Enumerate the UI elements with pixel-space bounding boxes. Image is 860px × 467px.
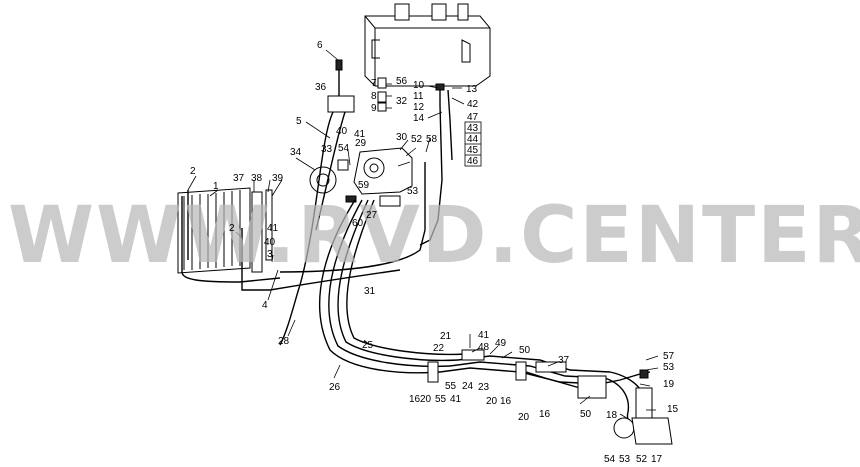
callout-15: 15 <box>667 404 679 415</box>
callout-2b: 2 <box>229 223 235 234</box>
callout-27: 27 <box>366 210 378 221</box>
callout-10: 10 <box>413 80 425 91</box>
callout-12: 12 <box>413 102 425 113</box>
callout-3: 3 <box>267 249 273 260</box>
callout-26: 26 <box>329 382 341 393</box>
callout-20c: 20 <box>518 412 530 423</box>
callout-41c: 41 <box>478 330 490 341</box>
callout-23: 23 <box>478 382 490 393</box>
lower-fittings <box>427 349 673 445</box>
callout-34: 34 <box>290 147 302 158</box>
callout-38: 38 <box>251 173 263 184</box>
callout-37b: 37 <box>558 355 570 366</box>
callout-6: 6 <box>317 40 323 51</box>
callout-42: 42 <box>467 99 479 110</box>
callout-2: 2 <box>190 166 196 177</box>
callout-17: 17 <box>651 454 663 465</box>
callout-8: 8 <box>371 91 377 102</box>
callout-4: 4 <box>262 300 268 311</box>
callout-59: 59 <box>358 180 370 191</box>
callout-41a: 41 <box>354 129 366 140</box>
callout-18: 18 <box>606 410 618 421</box>
callout-20a: 20 <box>420 394 432 405</box>
callout-49: 49 <box>495 338 507 349</box>
pump-assembly <box>309 147 413 207</box>
callout-11: 11 <box>413 91 424 102</box>
callout-40b: 40 <box>264 237 276 248</box>
callout-19: 19 <box>663 379 675 390</box>
callout-24: 24 <box>462 381 474 392</box>
callout-33: 33 <box>321 144 333 155</box>
callout-41b: 41 <box>267 223 279 234</box>
callout-25: 25 <box>362 340 374 351</box>
callout-41d: 41 <box>450 394 462 405</box>
callout-5: 5 <box>296 116 302 127</box>
callout-53a: 53 <box>407 186 419 197</box>
callout-44: 44 <box>467 134 479 145</box>
callout-1: 1 <box>213 181 219 192</box>
callout-37a: 37 <box>233 173 245 184</box>
callout-22: 22 <box>433 343 445 354</box>
callout-14: 14 <box>413 113 425 124</box>
callout-50b: 50 <box>580 409 592 420</box>
callout-54b: 54 <box>604 454 616 465</box>
callout-55a: 55 <box>435 394 447 405</box>
callout-39: 39 <box>272 173 284 184</box>
leader-lines <box>187 49 659 421</box>
callout-58: 58 <box>426 134 438 145</box>
callout-28: 28 <box>278 336 290 347</box>
callout-16b: 16 <box>500 396 512 407</box>
callout-40a: 40 <box>336 126 348 137</box>
callout-9: 9 <box>371 103 377 114</box>
watermark-text: WWW.RVD.CENTER <box>8 191 860 281</box>
callout-55b: 55 <box>445 381 457 392</box>
hose-lines <box>181 70 651 423</box>
callout-group-box <box>464 121 482 167</box>
callout-21: 21 <box>440 331 452 342</box>
callout-labels: 1 2 2 3 4 5 6 7 8 9 10 11 12 13 14 15 16… <box>190 40 679 465</box>
callout-7: 7 <box>371 78 377 89</box>
callout-54a: 54 <box>338 143 350 154</box>
valve-block <box>327 59 387 113</box>
callout-50a: 50 <box>519 345 531 356</box>
callout-53b: 53 <box>663 362 675 373</box>
callout-57: 57 <box>663 351 675 362</box>
callout-47: 47 <box>467 112 479 123</box>
callout-52b: 52 <box>636 454 648 465</box>
callout-60: 60 <box>352 218 364 229</box>
callout-46: 46 <box>467 156 479 167</box>
callout-53c: 53 <box>619 454 631 465</box>
callout-52a: 52 <box>411 134 423 145</box>
callout-45: 45 <box>467 145 479 156</box>
callout-36: 36 <box>315 82 327 93</box>
callout-31: 31 <box>364 286 376 297</box>
callout-43: 43 <box>467 123 479 134</box>
hydraulic-tank <box>364 3 491 91</box>
callout-32: 32 <box>396 96 408 107</box>
oil-cooler <box>177 187 273 274</box>
callout-56: 56 <box>396 76 408 87</box>
callout-20b: 20 <box>486 396 498 407</box>
callout-16a: 16 <box>409 394 421 405</box>
callout-29: 29 <box>355 138 367 149</box>
callout-16c: 16 <box>539 409 551 420</box>
callout-13: 13 <box>466 84 478 95</box>
callout-30: 30 <box>396 132 408 143</box>
callout-48: 48 <box>478 342 490 353</box>
